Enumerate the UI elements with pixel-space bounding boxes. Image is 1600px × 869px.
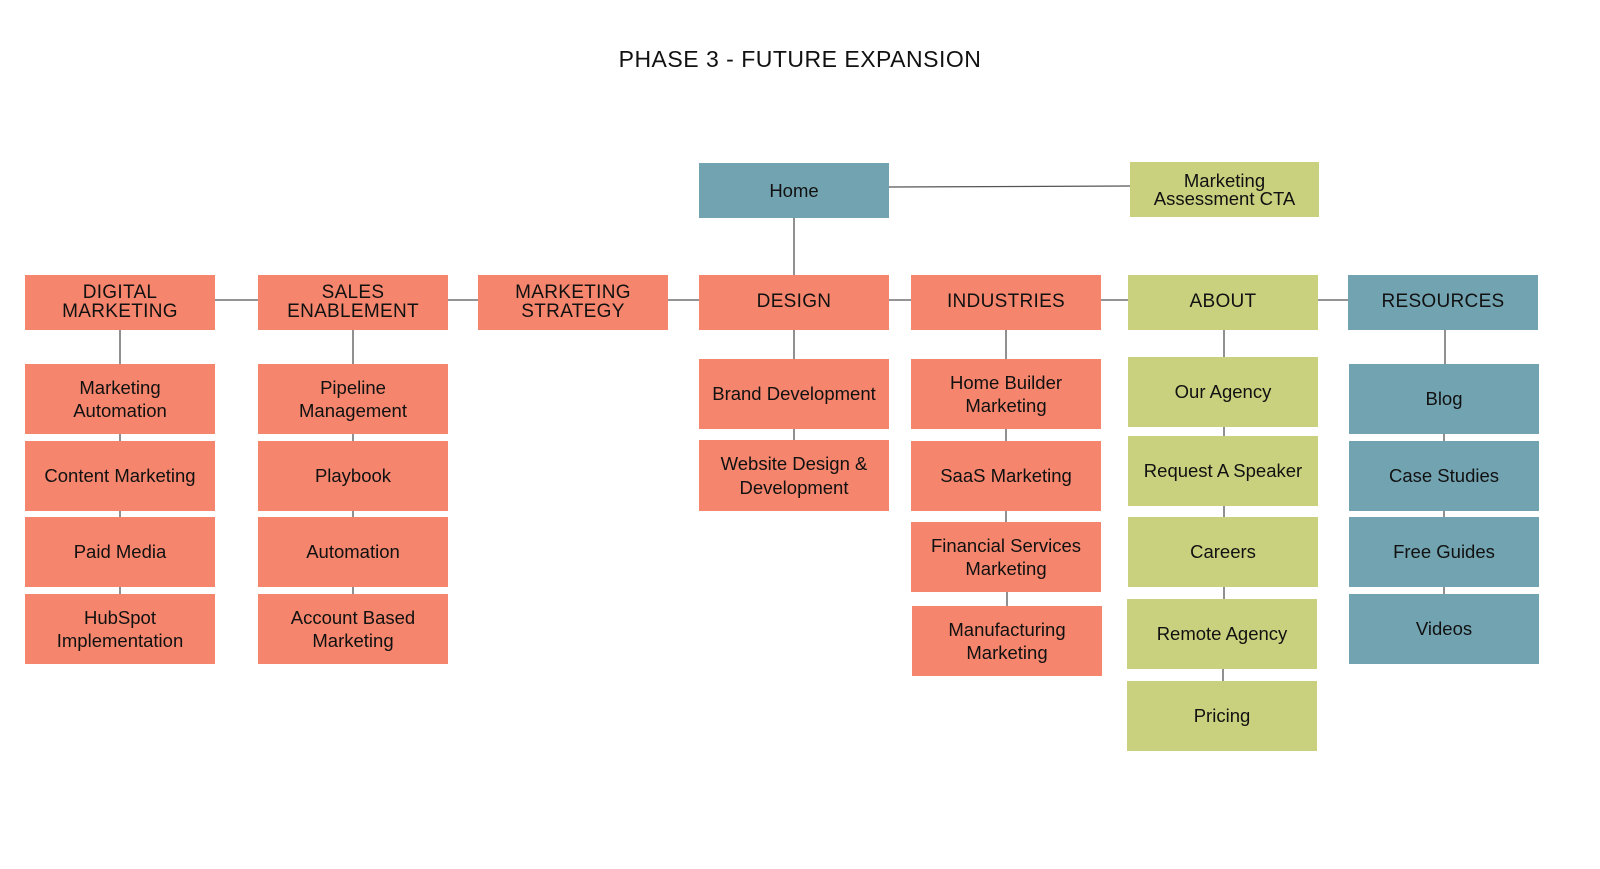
node-saas-marketing: SaaS Marketing [911, 441, 1101, 511]
node-pricing: Pricing [1127, 681, 1317, 751]
connector-line [888, 185, 1131, 188]
node-our-agency: Our Agency [1128, 357, 1318, 427]
node-careers: Careers [1128, 517, 1318, 587]
node-playbook: Playbook [258, 441, 448, 511]
node-financial-services-marketing: Financial Services Marketing [911, 522, 1101, 592]
node-marketing-strategy: MARKETING STRATEGY [478, 275, 668, 330]
node-industries: INDUSTRIES [911, 275, 1101, 330]
node-hubspot-implementation: HubSpot Implementation [25, 594, 215, 664]
node-videos: Videos [1349, 594, 1539, 664]
node-website-design-development: Website Design & Development [699, 440, 889, 511]
node-pipeline-management: Pipeline Management [258, 364, 448, 434]
node-about: ABOUT [1128, 275, 1318, 330]
node-case-studies: Case Studies [1349, 441, 1539, 511]
node-free-guides: Free Guides [1349, 517, 1539, 587]
node-sales-enablement: SALES ENABLEMENT [258, 275, 448, 330]
node-digital-marketing: DIGITAL MARKETING [25, 275, 215, 330]
node-account-based-marketing: Account Based Marketing [258, 594, 448, 664]
node-design: DESIGN [699, 275, 889, 330]
node-automation: Automation [258, 517, 448, 587]
node-remote-agency: Remote Agency [1127, 599, 1317, 669]
node-request-a-speaker: Request A Speaker [1128, 436, 1318, 506]
node-marketing-automation: Marketing Automation [25, 364, 215, 434]
node-content-marketing: Content Marketing [25, 441, 215, 511]
node-manufacturing-marketing: Manufacturing Marketing [912, 606, 1102, 676]
node-brand-development: Brand Development [699, 359, 889, 429]
node-marketing-assessment-cta: Marketing Assessment CTA [1130, 162, 1319, 217]
node-paid-media: Paid Media [25, 517, 215, 587]
node-home-builder-marketing: Home Builder Marketing [911, 359, 1101, 429]
diagram-title: PHASE 3 - FUTURE EXPANSION [618, 46, 982, 72]
node-blog: Blog [1349, 364, 1539, 434]
node-home: Home [699, 163, 889, 218]
node-resources: RESOURCES [1348, 275, 1538, 330]
